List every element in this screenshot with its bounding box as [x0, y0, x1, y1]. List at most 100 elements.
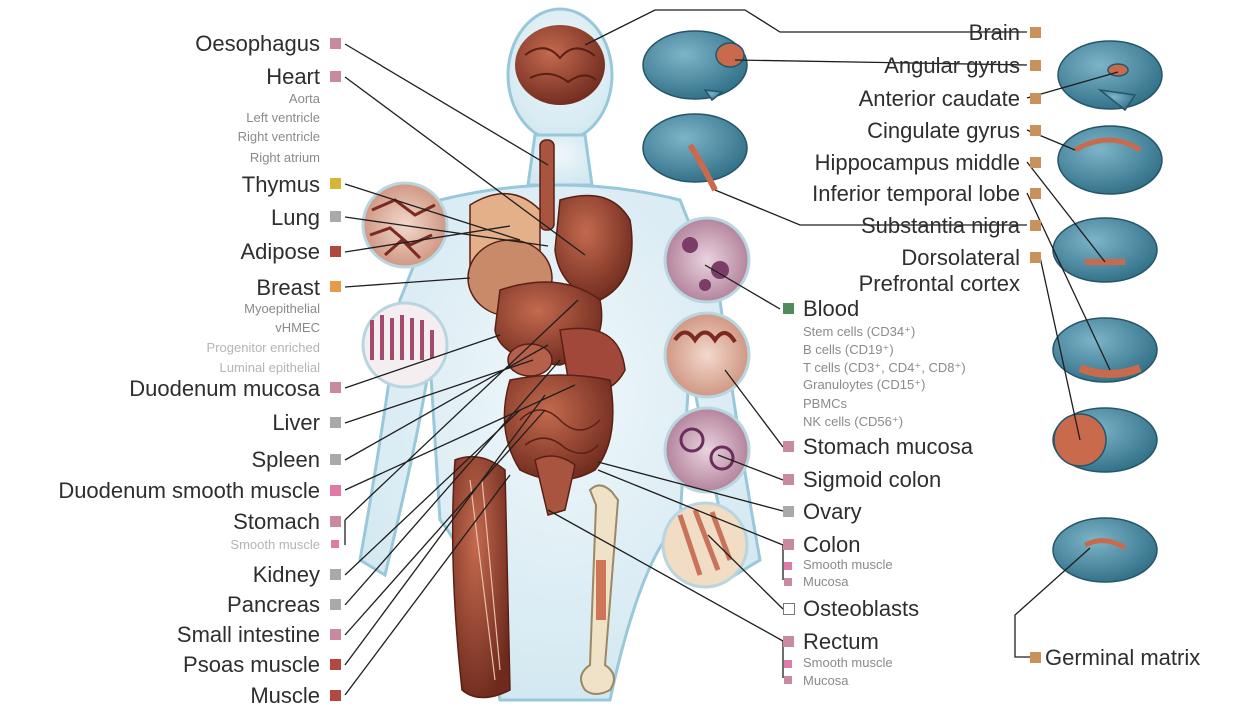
label-hippocampus-middle: Hippocampus middle [720, 150, 1020, 176]
swatch-pancreas [330, 599, 341, 610]
label-muscle: Muscle [95, 683, 320, 709]
label-duodenum-mucosa: Duodenum mucosa [40, 376, 320, 402]
swatch-rectum-smooth [784, 660, 792, 668]
swatch-oesophagus [330, 38, 341, 49]
sub-rectum-1: Smooth muscle [803, 655, 893, 670]
brain-temporal [1053, 318, 1157, 382]
swatch-blood [783, 303, 794, 314]
swatch-colon-mucosa [784, 578, 792, 586]
sub-heart-3: Right ventricle [120, 129, 320, 144]
label-psoas-muscle: Psoas muscle [95, 652, 320, 678]
swatch-colon-smooth [784, 562, 792, 570]
sub-rectum-2: Mucosa [803, 673, 849, 688]
brain-cingulate [1058, 126, 1162, 194]
sub-colon-1: Smooth muscle [803, 557, 893, 572]
swatch-small-intestine [330, 629, 341, 640]
label-angular-gyrus: Angular gyrus [760, 53, 1020, 79]
label-ovary: Ovary [803, 499, 862, 525]
sub-colon-2: Mucosa [803, 574, 849, 589]
swatch-rectum-mucosa [784, 676, 792, 684]
swatch-breast [330, 281, 341, 292]
swatch-dorsolateral [1030, 252, 1041, 263]
label-stomach: Stomach [95, 509, 320, 535]
label-germinal-matrix: Germinal matrix [1045, 645, 1200, 671]
sub-breast-2: vHMEC [120, 320, 320, 335]
swatch-angular-gyrus [1030, 60, 1041, 71]
brain-angular [643, 31, 747, 100]
sub-breast-4: Luminal epithelial [120, 360, 320, 375]
label-thymus: Thymus [95, 172, 320, 198]
swatch-rectum [783, 636, 794, 647]
swatch-brain [1030, 27, 1041, 38]
label-prefrontal-cortex: Prefrontal cortex [760, 271, 1020, 297]
histology-bone [663, 503, 747, 587]
label-duodenum-smooth-muscle: Duodenum smooth muscle [5, 478, 320, 504]
swatch-substantia-nigra [1030, 220, 1041, 231]
sub-blood-5: PBMCs [803, 396, 847, 411]
swatch-hippocampus-middle [1030, 157, 1041, 168]
swatch-duodenum-mucosa [330, 382, 341, 393]
swatch-psoas-muscle [330, 659, 341, 670]
label-cingulate-gyrus: Cingulate gyrus [760, 118, 1020, 144]
swatch-heart [330, 71, 341, 82]
swatch-stomach [330, 516, 341, 527]
swatch-thymus [330, 178, 341, 189]
sub-breast-3: Progenitor enriched [120, 340, 320, 355]
swatch-inferior-temporal-lobe [1030, 188, 1041, 199]
label-kidney: Kidney [95, 562, 320, 588]
label-substantia-nigra: Substantia nigra [760, 213, 1020, 239]
swatch-cingulate-gyrus [1030, 125, 1041, 136]
label-small-intestine: Small intestine [95, 622, 320, 648]
swatch-muscle [330, 690, 341, 701]
sub-blood-3: T cells (CD3⁺, CD4⁺, CD8⁺) [803, 360, 966, 375]
sub-heart-1: Aorta [120, 91, 320, 106]
label-dorsolateral: Dorsolateral [760, 245, 1020, 271]
brain-caudate [1058, 41, 1162, 110]
brain-germinal [1053, 518, 1157, 582]
swatch-stomach-smooth [331, 540, 339, 548]
label-osteoblasts: Osteoblasts [803, 596, 919, 622]
swatch-adipose [330, 246, 341, 257]
label-sigmoid-colon: Sigmoid colon [803, 467, 941, 493]
label-pancreas: Pancreas [95, 592, 320, 618]
label-lung: Lung [95, 205, 320, 231]
sub-blood-1: Stem cells (CD34⁺) [803, 324, 915, 339]
label-stomach-mucosa: Stomach mucosa [803, 434, 973, 460]
label-oesophagus: Oesophagus [95, 31, 320, 57]
sub-blood-2: B cells (CD19⁺) [803, 342, 894, 357]
sub-blood-6: NK cells (CD56⁺) [803, 414, 903, 429]
swatch-kidney [330, 569, 341, 580]
swatch-sigmoid-colon [783, 474, 794, 485]
label-colon: Colon [803, 532, 860, 558]
histology-sigmoid [665, 408, 749, 492]
label-rectum: Rectum [803, 629, 879, 655]
sub-stomach-1: Smooth muscle [120, 537, 320, 552]
label-brain: Brain [760, 20, 1020, 46]
swatch-ovary [783, 506, 794, 517]
swatch-germinal-matrix [1030, 652, 1041, 663]
sub-heart-4: Right atrium [120, 150, 320, 165]
histology-duodenum [363, 303, 447, 387]
swatch-anterior-caudate [1030, 93, 1041, 104]
swatch-osteoblasts [783, 603, 795, 615]
label-breast: Breast [95, 275, 320, 301]
sub-blood-4: Granuloytes (CD15⁺) [803, 377, 925, 392]
swatch-duodenum-smooth-muscle [330, 485, 341, 496]
label-spleen: Spleen [95, 447, 320, 473]
swatch-stomach-mucosa [783, 441, 794, 452]
sub-breast-1: Myoepithelial [120, 301, 320, 316]
histology-blood [665, 218, 749, 302]
brain-prefrontal [1053, 408, 1157, 472]
swatch-spleen [330, 454, 341, 465]
label-inferior-temporal-lobe: Inferior temporal lobe [720, 181, 1020, 207]
label-adipose: Adipose [95, 239, 320, 265]
label-anterior-caudate: Anterior caudate [760, 86, 1020, 112]
swatch-lung [330, 211, 341, 222]
swatch-liver [330, 417, 341, 428]
brain-hippocampus [1053, 218, 1157, 282]
head-brain [515, 25, 605, 105]
sub-heart-2: Left ventricle [120, 110, 320, 125]
label-liver: Liver [95, 410, 320, 436]
label-heart: Heart [95, 64, 320, 90]
swatch-colon [783, 539, 794, 550]
